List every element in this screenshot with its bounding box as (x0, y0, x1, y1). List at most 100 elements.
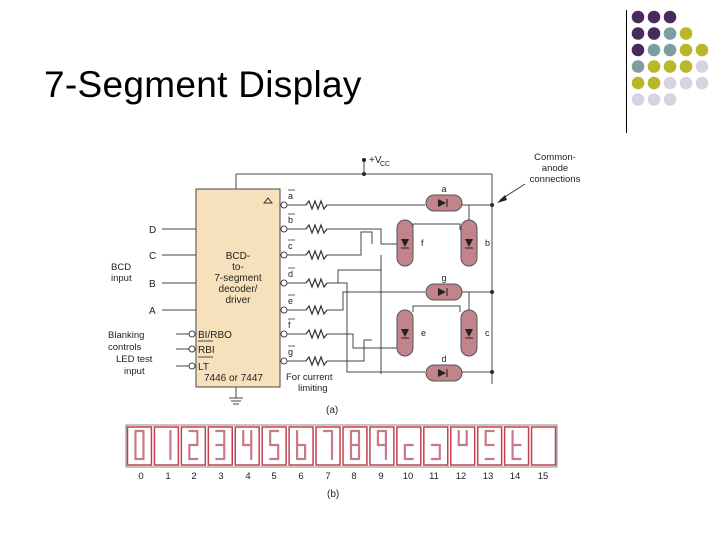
output-label-b: b (288, 215, 293, 225)
page-title: 7-Segment Display (44, 64, 362, 105)
blanking-label-line: Blanking (108, 330, 144, 341)
digit-panel (450, 426, 476, 466)
resistor (305, 223, 328, 235)
input-pin-D: D (149, 225, 156, 236)
digit-panel (423, 426, 449, 466)
output-label-e: e (288, 296, 293, 306)
input-pin-A: A (149, 306, 156, 317)
resistor (305, 355, 328, 367)
input-pin-C: C (149, 251, 156, 262)
digit-label: 7 (325, 471, 330, 482)
decorative-dot (679, 60, 693, 73)
current-label-line: limiting (298, 383, 328, 394)
digit-label: 14 (510, 471, 521, 482)
decorative-dot-grid (631, 10, 709, 106)
digit-label: 3 (218, 471, 223, 482)
digit-panel (342, 426, 368, 466)
vcc-label: +V (369, 155, 382, 166)
digit-label: 6 (298, 471, 303, 482)
chip-label-line: 7-segment (214, 273, 261, 284)
segment-wiring (327, 204, 461, 374)
digit-label: 8 (351, 471, 356, 482)
digit-panel (369, 426, 395, 466)
chip-label-line: decoder/ (219, 284, 258, 295)
digit-label: 15 (538, 471, 549, 482)
digit-label: 2 (191, 471, 196, 482)
digit-label: 11 (429, 471, 439, 482)
output-label-f: f (288, 320, 291, 330)
digit-panel (207, 426, 233, 466)
chip-label-line: driver (225, 295, 251, 306)
digit-panel (126, 426, 153, 466)
blanking-label-line: controls (108, 342, 142, 353)
decorative-dot (695, 43, 709, 57)
caption-a: (a) (326, 405, 338, 416)
decorative-dot (631, 60, 645, 73)
current-label-line: For current (286, 372, 333, 383)
decorative-dot (695, 76, 709, 90)
blanking-label-line: input (124, 366, 145, 377)
chip-label-line: BCD- (226, 251, 250, 262)
decorative-dot (679, 76, 693, 90)
resistor (305, 249, 328, 261)
decorative-dot (631, 10, 645, 24)
decorative-dot (647, 10, 661, 24)
vcc-subscript: CC (380, 161, 390, 168)
decorative-dot (647, 43, 661, 57)
digit-label: 9 (378, 471, 383, 482)
digit-panel (530, 426, 557, 466)
decorative-dot (647, 76, 661, 90)
digit-label: 1 (165, 471, 170, 482)
resistor (305, 328, 328, 340)
digit-panel (503, 426, 530, 466)
segment-label-g: g (441, 273, 446, 283)
digit-label: 10 (403, 471, 414, 482)
chip-label-line: to- (232, 262, 244, 273)
bcd-label-line: input (111, 273, 132, 284)
decorative-dot (679, 27, 693, 40)
decorative-dot (647, 93, 661, 106)
digit-panel (261, 426, 287, 466)
decorative-dot (663, 60, 677, 73)
divider-line (626, 10, 627, 133)
chip-part-number: 7446 or 7447 (204, 373, 263, 384)
segment-label-d: d (441, 354, 446, 364)
digit-panel (234, 426, 260, 466)
segment-label-f: f (421, 238, 424, 248)
resistor (305, 304, 328, 316)
digit-panel (153, 426, 180, 466)
decorative-dot (663, 93, 677, 106)
decorative-dot (631, 27, 645, 40)
output-label-c: c (288, 241, 293, 251)
common-anode-label-line: Common- (534, 152, 576, 163)
digit-label: 4 (245, 471, 250, 482)
control-pin-label: LT (198, 362, 209, 373)
decorative-dot (663, 43, 677, 57)
decorative-dot (663, 76, 677, 90)
digit-label: 0 (138, 471, 143, 482)
digit-label: 13 (483, 471, 494, 482)
decoder-chip (195, 188, 281, 388)
common-anode-label-line: anode (542, 163, 568, 174)
resistor (305, 277, 328, 289)
decorative-dot (679, 43, 693, 57)
decorative-dot (647, 27, 661, 40)
digit-label: 12 (456, 471, 467, 482)
digit-panels (126, 426, 557, 466)
segment-label-a: a (441, 184, 446, 194)
digit-panel (476, 426, 503, 466)
decorative-dot (631, 43, 645, 57)
segment-label-b: b (485, 238, 490, 248)
bcd-label-line: BCD (111, 262, 131, 273)
output-label-a: a (288, 191, 293, 201)
